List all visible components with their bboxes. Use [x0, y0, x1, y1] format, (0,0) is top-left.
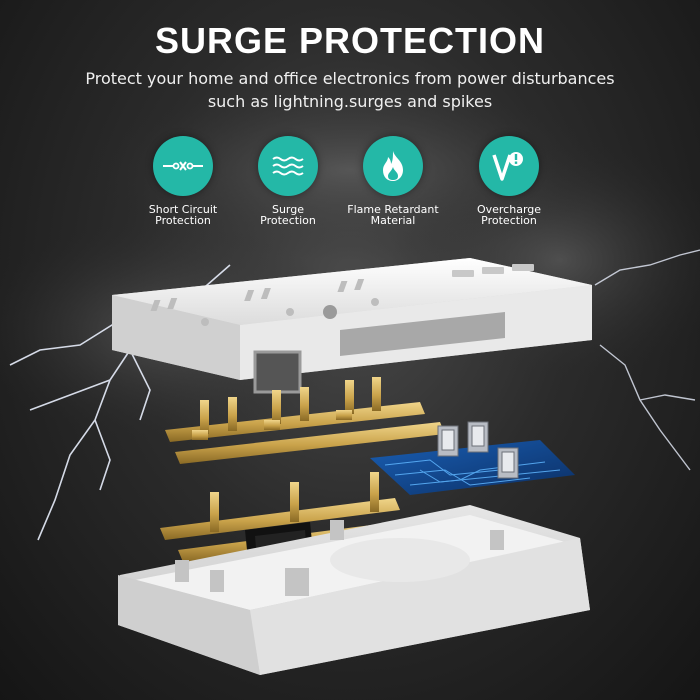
feature-label: Overcharge Protection — [476, 203, 542, 227]
lightning-bolt-right — [594, 249, 700, 471]
subtitle-line-1: Protect your home and office electronics… — [85, 69, 615, 88]
feature-label: Short Circuit Protection — [148, 203, 218, 227]
power-strip-exploded-view — [112, 258, 592, 675]
usb-connectors — [437, 421, 519, 479]
feature-badge — [258, 136, 318, 196]
feature-label: Flame Retardant Material — [347, 203, 439, 227]
surge-waves-icon — [272, 156, 304, 176]
feature-badge — [479, 136, 539, 196]
subtitle-line-2: such as lightning.surges and spikes — [207, 92, 493, 111]
top-housing — [112, 258, 592, 394]
feature-overcharge: Overcharge Protection — [449, 136, 569, 226]
feature-short-circuit: Short Circuit Protection — [123, 136, 243, 226]
feature-badge — [153, 136, 213, 196]
page-subtitle: Protect your home and office electronics… — [60, 67, 640, 113]
bottom-housing — [118, 505, 590, 675]
short-circuit-icon — [163, 161, 203, 171]
brass-busbar-upper — [165, 377, 445, 464]
flame-icon — [383, 151, 403, 181]
feature-badge — [363, 136, 423, 196]
circuit-board — [370, 421, 575, 495]
feature-flame: Flame Retardant Material — [333, 136, 453, 226]
feature-surge: Surge Protection — [228, 136, 348, 226]
overcharge-icon — [492, 152, 523, 181]
page-title: SURGE PROTECTION — [154, 20, 546, 61]
feature-list: Short Circuit Protection Surge Protectio… — [0, 136, 700, 236]
feature-label: Surge Protection — [260, 203, 316, 227]
